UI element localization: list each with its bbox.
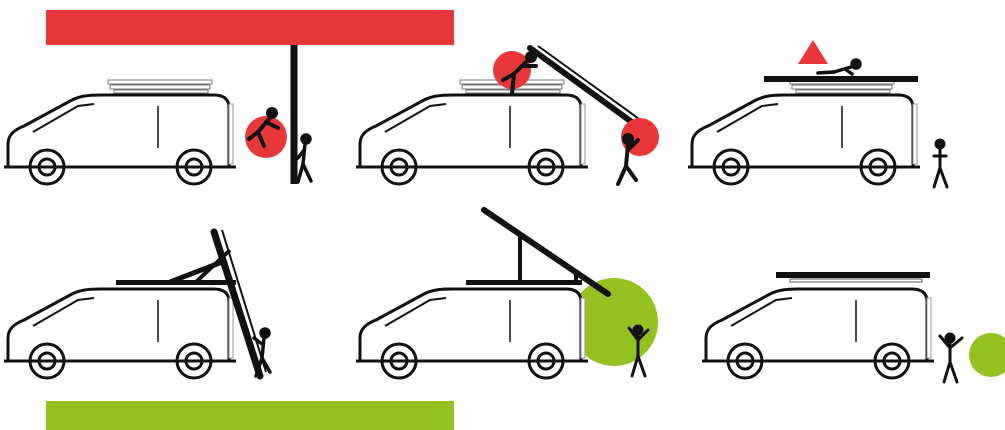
panel-roof-climb [688,40,947,187]
roof-platform [764,76,918,82]
panel-collision [4,45,311,184]
stick-figure-cheering [940,334,962,382]
stick-figure-standing [298,135,311,182]
stick-figure-lifting [618,135,638,184]
panel-stowed [702,272,1005,382]
panel-swing-up [356,210,658,378]
approval-disc-icon [969,333,1005,377]
warning-triangle-icon [798,40,828,64]
panel-tilt-down [4,230,270,378]
stick-figure-bystander [934,140,947,187]
stowed-panel [776,272,930,278]
rack-frame [466,280,582,285]
panel-lift-strain [356,46,659,184]
